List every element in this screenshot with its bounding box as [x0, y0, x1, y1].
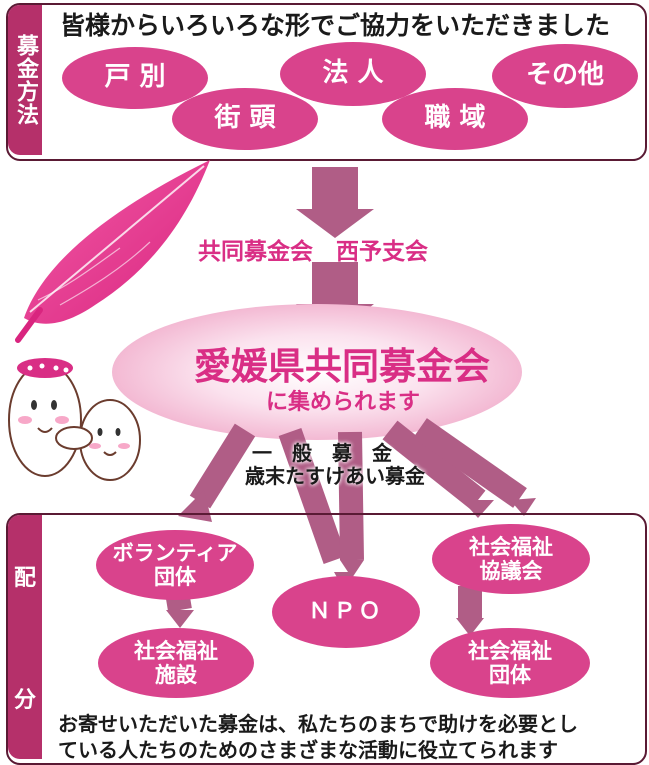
mascot-characters-icon — [8, 358, 141, 481]
distribution-tab-top: 配 — [13, 566, 36, 591]
fund-general: 一 般 募 金 — [252, 441, 392, 465]
distribution-panel — [6, 513, 647, 765]
distribution-tab: 配 分 — [8, 515, 42, 759]
central-subtitle: に集められます — [266, 390, 421, 415]
target-welfare-organizations: 社会福祉 団体 — [430, 628, 590, 698]
target-volunteer-groups: ボランティア 団体 — [96, 530, 254, 600]
method-other: その他 — [492, 44, 638, 108]
methods-header: 皆様からいろいろな形でご協力をいただきました — [60, 11, 611, 40]
footer-line-1: お寄せいただいた募金は、私たちのまちで助けを必要とし — [58, 712, 578, 736]
footer-line-2: ている人たちのためのさまざまな活動に役立てられます — [58, 738, 558, 762]
method-workplace: 職 域 — [382, 88, 528, 150]
target-welfare-council: 社会福祉 協議会 — [432, 524, 590, 594]
method-door-to-door: 戸 別 — [62, 47, 208, 109]
down-arrow-1 — [296, 167, 374, 238]
distribution-arrows — [163, 418, 527, 620]
central-title: 愛媛県共同募金会 — [194, 345, 490, 388]
pink-feather-icon — [15, 160, 210, 343]
target-npo: ＮＰＯ — [272, 576, 420, 648]
donation-methods-tab: 募金方法 — [8, 5, 42, 155]
fund-year-end: 歳末たすけあい募金 — [245, 464, 425, 488]
donation-methods-tab-label: 募金方法 — [13, 34, 38, 126]
central-ellipse — [112, 304, 522, 440]
target-welfare-facilities: 社会福祉 施設 — [98, 628, 254, 698]
branch-label: 共同募金会 西予支会 — [198, 239, 428, 265]
method-corporate: 法 人 — [280, 42, 426, 106]
method-street: 街 頭 — [172, 88, 318, 150]
distribution-tab-bottom: 分 — [13, 688, 36, 713]
